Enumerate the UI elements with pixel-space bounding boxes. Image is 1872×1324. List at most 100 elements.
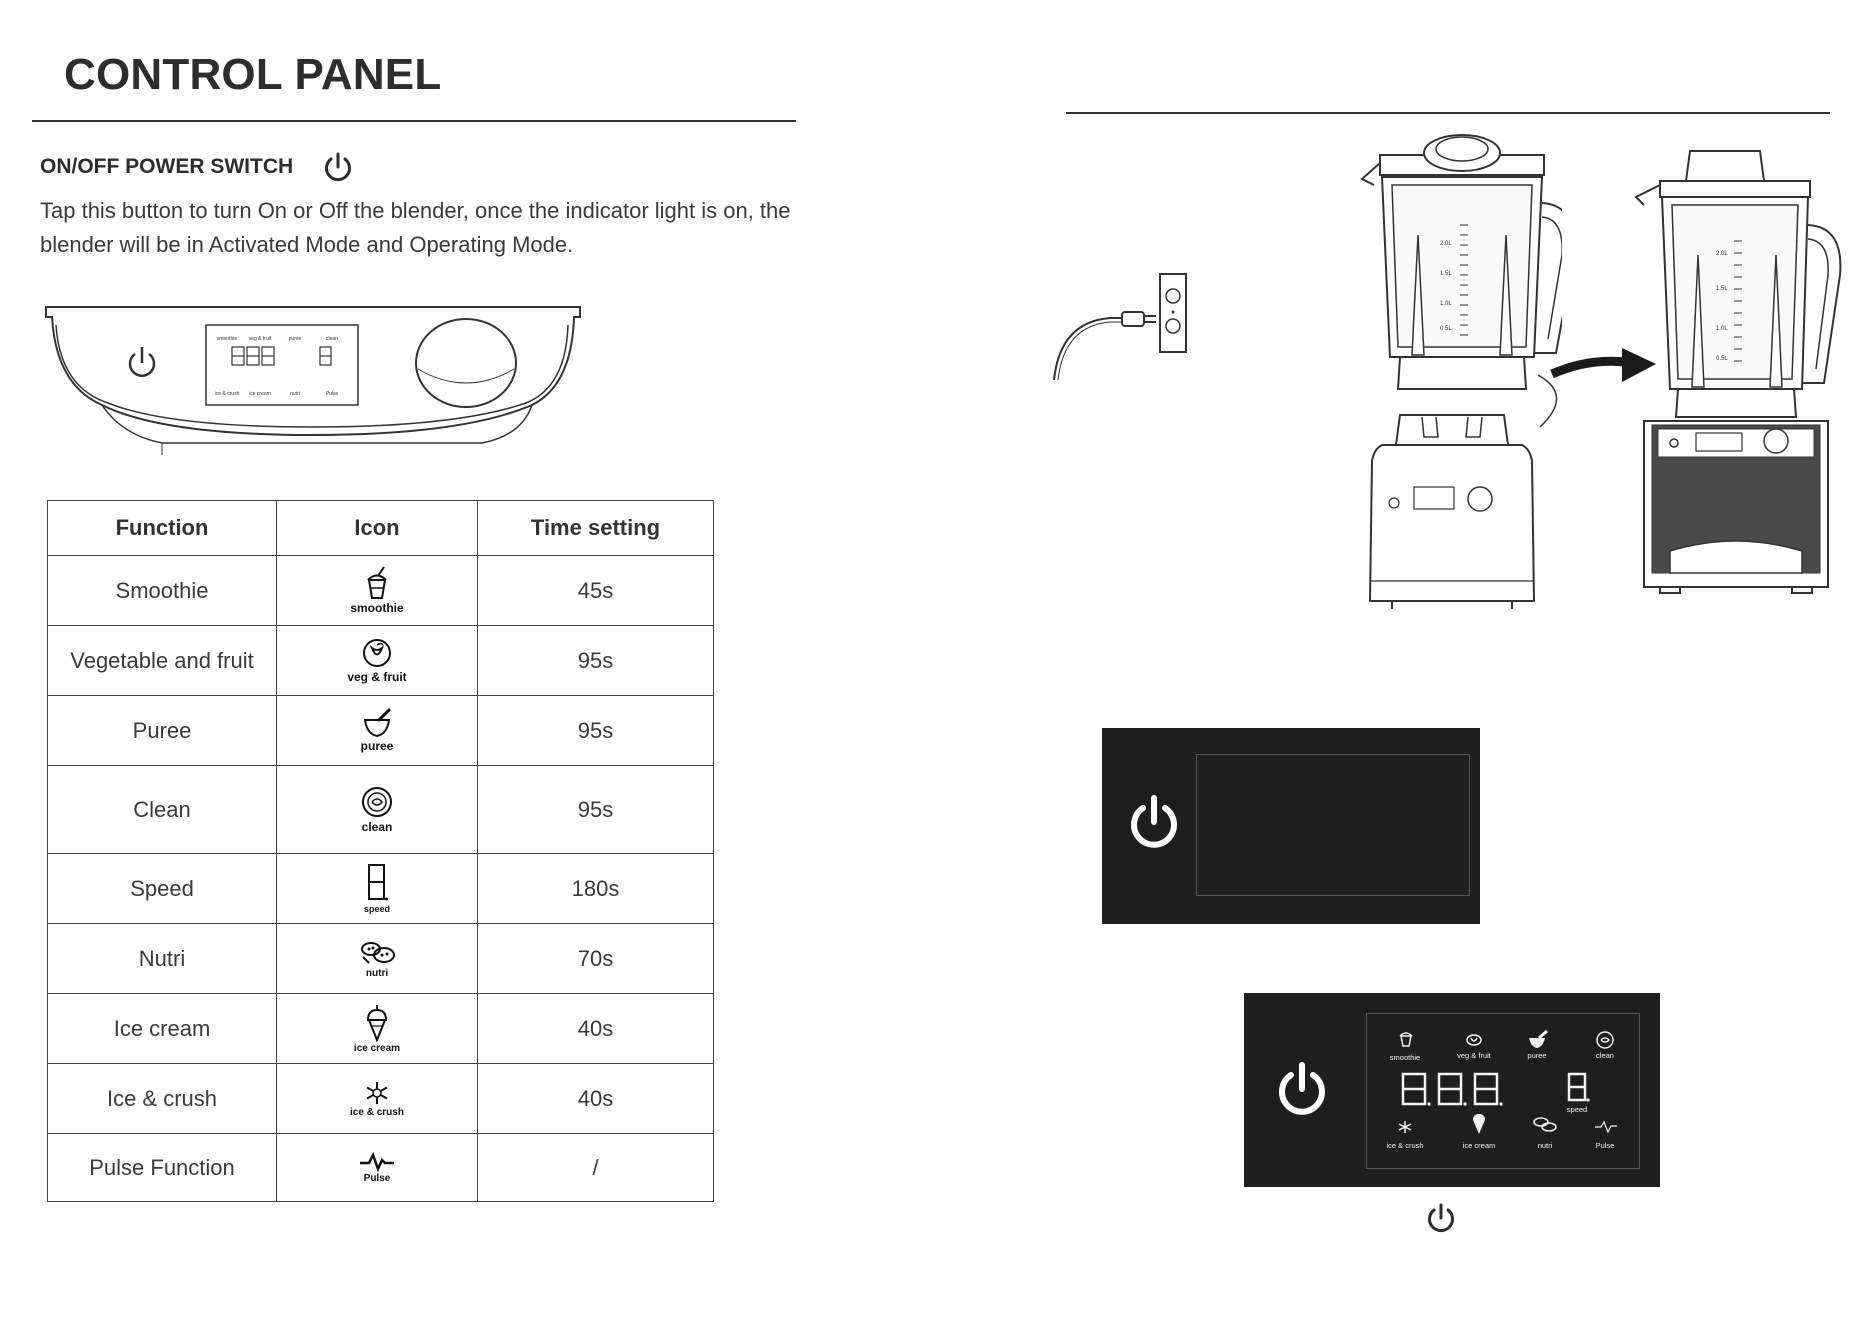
function-table: Function Icon Time setting Smoothie smoo… bbox=[47, 500, 714, 1202]
jar-mark-right: 0.5L bbox=[1716, 356, 1728, 362]
icon-cell: ice cream bbox=[276, 993, 478, 1064]
mortar-icon bbox=[1529, 1029, 1548, 1048]
ice-cream-icon bbox=[1473, 1114, 1485, 1134]
jar-mark-left: 1.0L bbox=[1440, 301, 1452, 307]
header-time: Time setting bbox=[477, 500, 714, 556]
speed-knob bbox=[415, 318, 517, 408]
time-setting: 45s bbox=[477, 555, 714, 626]
table-row: Vegetable and fruit veg & fruit 95s bbox=[47, 625, 714, 696]
time-setting: / bbox=[477, 1133, 714, 1202]
pulse-wave-icon bbox=[1595, 1120, 1617, 1134]
jar-mark-right: 1.5L bbox=[1716, 286, 1728, 292]
lcd-display: smoothie veg & fruit puree clean speed bbox=[1366, 1013, 1640, 1169]
drawing-label-clean: clean bbox=[326, 336, 338, 342]
icon-label: veg & fruit bbox=[347, 670, 407, 684]
control-panel-drawing: smoothie veg & fruit puree clean ice & c… bbox=[45, 306, 581, 455]
power-icon bbox=[1428, 1203, 1454, 1233]
blender-assembled-illustration: 2.0L 1.5L 1.0L 0.5L bbox=[1634, 150, 1842, 594]
icon-label: clean bbox=[361, 820, 393, 834]
seven-segment-icon bbox=[368, 864, 388, 901]
drawing-label-puree: puree bbox=[289, 336, 302, 342]
page-title: CONTROL PANEL bbox=[64, 50, 442, 99]
table-header-row: Function Icon Time setting bbox=[47, 500, 714, 556]
jar-mark-right: 1.0L bbox=[1716, 326, 1728, 332]
clean-icon bbox=[1596, 1031, 1614, 1049]
wall-outlet bbox=[1159, 273, 1187, 353]
jar-mark-left: 2.0L bbox=[1440, 241, 1452, 247]
smoothie-cup-icon bbox=[1399, 1032, 1413, 1047]
mode-label-smoothie: smoothie bbox=[1390, 1053, 1420, 1062]
icon-label: ice cream bbox=[353, 1042, 401, 1054]
mode-label-ice-cream: ice cream bbox=[1463, 1141, 1496, 1150]
time-setting: 95s bbox=[477, 695, 714, 766]
power-button-icon[interactable] bbox=[1128, 792, 1180, 852]
power-icon bbox=[128, 347, 156, 377]
function-name: Ice cream bbox=[47, 993, 277, 1064]
title-divider bbox=[32, 120, 796, 122]
smoothie-cup-icon bbox=[367, 566, 387, 599]
table-row: Nutri nutri 70s bbox=[47, 923, 714, 994]
time-setting: 180s bbox=[477, 853, 714, 924]
snowflake-icon bbox=[1398, 1121, 1412, 1133]
table-row: Ice & crush ice & crush 40s bbox=[47, 1063, 714, 1134]
table-row: Clean clean 95s bbox=[47, 765, 714, 854]
nutri-icon bbox=[1533, 1117, 1557, 1132]
icon-cell: smoothie bbox=[276, 555, 478, 626]
jar-mark-right: 2.0L bbox=[1716, 251, 1728, 257]
nutri-icon bbox=[361, 941, 395, 964]
table-row: Pulse Function Pulse / bbox=[47, 1133, 714, 1202]
power-button-icon[interactable] bbox=[1276, 1059, 1328, 1119]
snowflake-icon bbox=[366, 1081, 388, 1104]
icon-cell: clean bbox=[276, 765, 478, 854]
mode-label-veg-fruit: veg & fruit bbox=[1457, 1051, 1492, 1060]
icon-label: Pulse bbox=[363, 1172, 391, 1184]
table-row: Ice cream ice cream 40s bbox=[47, 993, 714, 1064]
icon-label: puree bbox=[360, 739, 394, 753]
time-setting: 95s bbox=[477, 765, 714, 854]
icon-label: speed bbox=[363, 904, 390, 914]
icon-label: nutri bbox=[365, 967, 389, 979]
function-name: Smoothie bbox=[47, 555, 277, 626]
function-name: Nutri bbox=[47, 923, 277, 994]
time-setting: 70s bbox=[477, 923, 714, 994]
display-window-off bbox=[1196, 754, 1470, 896]
function-name: Speed bbox=[47, 853, 277, 924]
ice-cream-icon bbox=[366, 1004, 388, 1042]
drawing-label-nutri: nutri bbox=[290, 391, 300, 397]
speed-label: speed bbox=[1567, 1105, 1587, 1114]
veg-fruit-icon bbox=[363, 639, 391, 667]
function-name: Ice & crush bbox=[47, 1063, 277, 1134]
header-function: Function bbox=[47, 500, 277, 556]
function-name: Clean bbox=[47, 765, 277, 854]
icon-cell: Pulse bbox=[276, 1133, 478, 1202]
function-name: Puree bbox=[47, 695, 277, 766]
right-arrow-icon bbox=[1550, 348, 1656, 382]
clean-icon bbox=[362, 787, 392, 817]
power-switch-heading: ON/OFF POWER SWITCH bbox=[40, 155, 294, 178]
icon-cell: puree bbox=[276, 695, 478, 766]
lcd-content: smoothie veg & fruit puree clean speed bbox=[1386, 1029, 1617, 1150]
mode-label-pulse: Pulse bbox=[1596, 1141, 1615, 1150]
power-switch-description: Tap this button to turn On or Off the bl… bbox=[40, 198, 791, 257]
table-row: Smoothie smoothie 45s bbox=[47, 555, 714, 626]
icon-label: smoothie bbox=[350, 601, 404, 615]
power-icon bbox=[325, 152, 351, 182]
mode-label-clean: clean bbox=[1596, 1051, 1614, 1060]
drawing-label-pulse: Pulse bbox=[326, 391, 339, 397]
jar-mark-left: 1.5L bbox=[1440, 271, 1452, 277]
drawing-label-veg-fruit: veg & fruit bbox=[249, 336, 272, 342]
control-panel-off bbox=[1102, 728, 1480, 924]
icon-cell: nutri bbox=[276, 923, 478, 994]
control-panel-on: smoothie veg & fruit puree clean speed bbox=[1244, 993, 1660, 1187]
blender-jar-illustration: 2.0L 1.5L 1.0L 0.5L bbox=[1360, 134, 1562, 609]
header-icon: Icon bbox=[276, 500, 478, 556]
timer-digits bbox=[1401, 1072, 1587, 1106]
drawing-label-ice-crush: ice & crush bbox=[215, 391, 240, 397]
table-row: Puree puree 95s bbox=[47, 695, 714, 766]
drawing-label-smoothie: smoothie bbox=[217, 336, 238, 342]
veg-fruit-icon bbox=[1466, 1034, 1482, 1046]
drawing-label-ice-cream: ice cream bbox=[249, 391, 271, 397]
function-name: Vegetable and fruit bbox=[47, 625, 277, 696]
icon-cell: veg & fruit bbox=[276, 625, 478, 696]
right-page-divider bbox=[1066, 112, 1830, 114]
